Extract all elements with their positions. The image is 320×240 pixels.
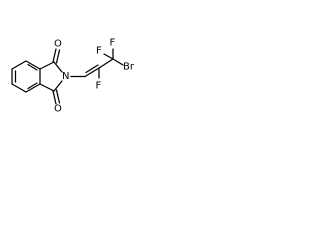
atom-o-top: O <box>54 39 62 50</box>
atom-f-vinyl: F <box>96 81 102 92</box>
structure-diagram: O O N F F F Br <box>11 38 135 115</box>
bond <box>25 83 41 93</box>
atom-labels: O O N F F F Br <box>54 38 135 115</box>
bond <box>85 64 99 74</box>
bond <box>84 67 100 78</box>
benzene-ring <box>11 60 41 93</box>
bond <box>55 49 61 64</box>
bond <box>52 48 57 63</box>
bond <box>27 63 38 71</box>
bond <box>55 89 61 104</box>
bond <box>52 90 57 105</box>
atom-n: N <box>62 71 69 82</box>
bond <box>27 82 38 90</box>
bond <box>39 61 55 70</box>
atom-f-gem-right: F <box>110 38 116 49</box>
bond <box>53 80 63 92</box>
atom-o-bottom: O <box>54 104 62 115</box>
atom-br: Br <box>123 62 135 73</box>
bond <box>103 53 114 60</box>
bond <box>11 60 27 70</box>
atom-f-gem-left: F <box>96 46 102 57</box>
bond <box>112 58 124 66</box>
bond <box>11 83 27 93</box>
bond <box>53 61 63 73</box>
bond <box>98 58 114 69</box>
imide-ring <box>39 48 63 105</box>
bond <box>39 83 55 92</box>
bond <box>25 60 41 70</box>
side-chain <box>70 48 124 79</box>
